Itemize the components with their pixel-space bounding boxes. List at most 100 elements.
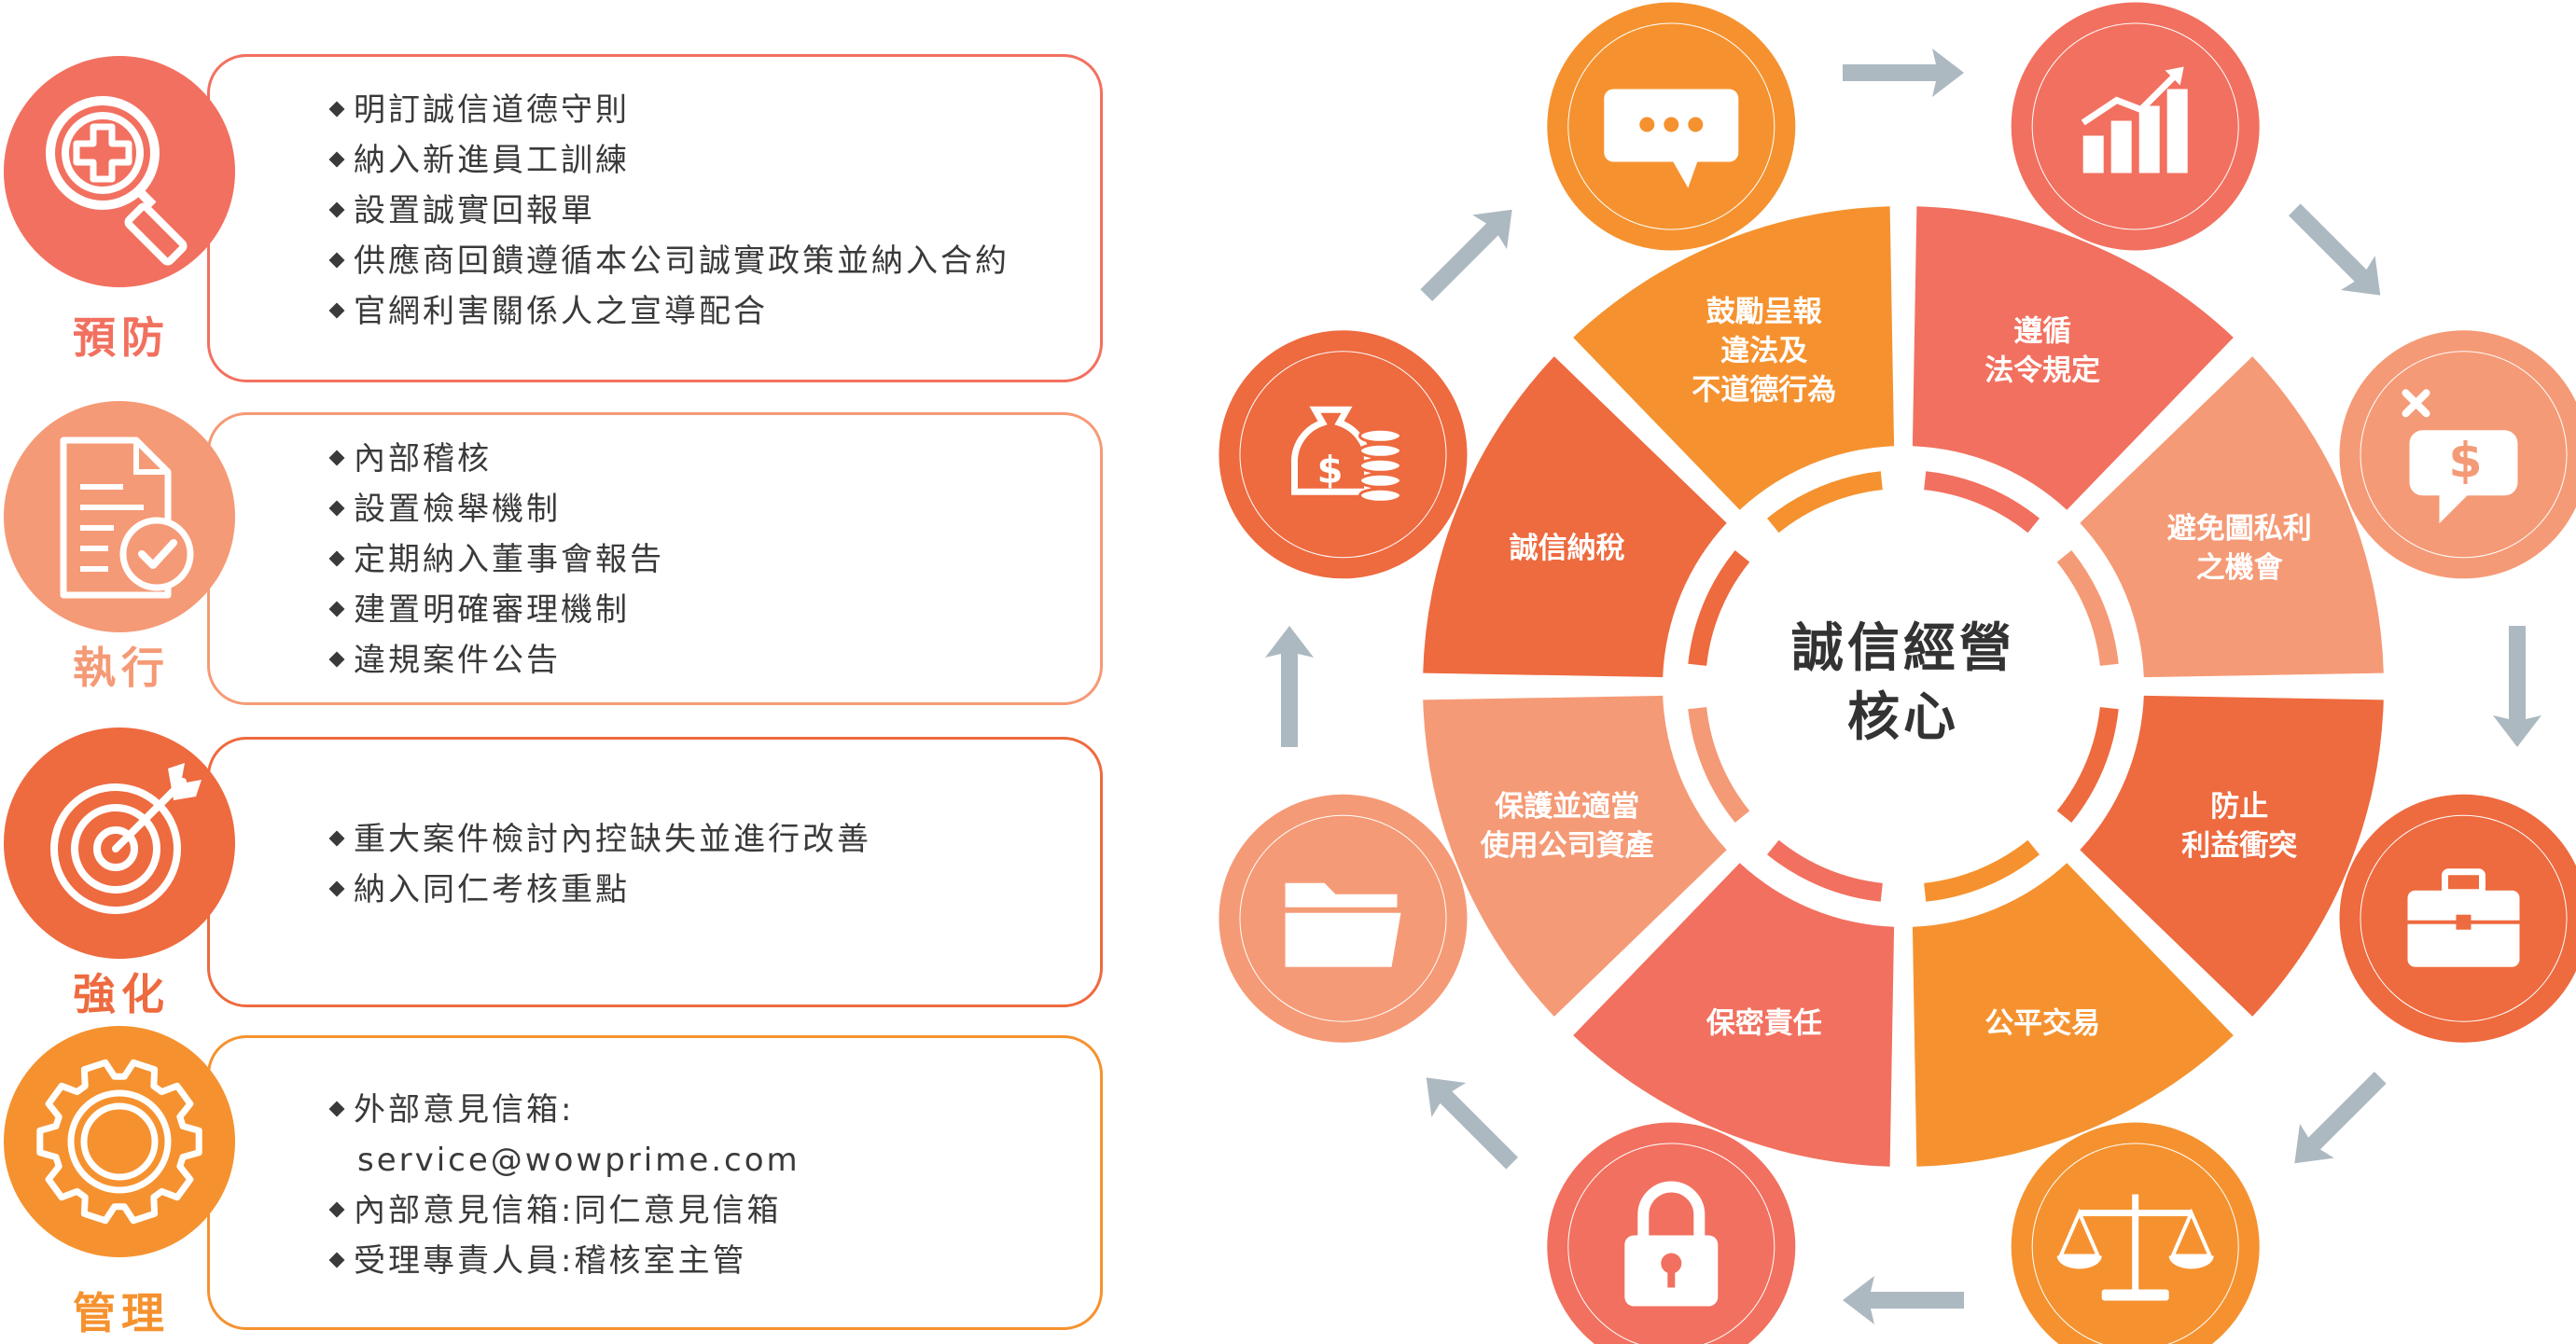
wheel-segment [1912,206,2234,510]
bullet-icon [328,151,345,167]
list-item: 納入同仁考核重點 [328,865,871,915]
list-item-text: 違規案件公告 [354,642,561,679]
list-item-text: 供應商回饋遵循本公司誠實政策並納入合約 [354,242,1010,280]
list-item: 設置檢舉機制 [328,484,664,534]
list-item-text: 內部稽核 [354,440,492,478]
icon-disc [2032,23,2238,229]
segment-label: 避免圖私利 [2167,512,2312,546]
list-item: service@wowprime.com [331,1135,801,1185]
list-item: 違規案件公告 [328,635,664,686]
list-item-text: 建置明確審理機制 [354,591,630,629]
list-manage: 外部意見信箱: service@wowprime.com 內部意見信箱:同仁意見信箱… [328,1085,801,1286]
bullet-icon [328,601,345,617]
magnifier-plus-icon [4,56,235,287]
list-item-text: 納入新進員工訓練 [354,142,630,179]
bullet-icon [328,651,345,667]
bullet-icon [328,830,345,846]
panel-strengthen: 重大案件檢討內控缺失並進行改善納入同仁考核重點 [207,737,1103,1007]
gear-icon [4,1026,235,1257]
bullet-icon [328,880,345,896]
list-item: 設置誠實回報單 [328,186,1010,236]
wheel-segment [2080,356,2384,678]
list-execute: 內部稽核設置檢舉機制定期納入董事會報告建置明確審理機制違規案件公告 [328,434,664,686]
list-item: 受理專責人員:稽核室主管 [328,1236,801,1286]
segment-label: 之機會 [2196,551,2284,585]
panel-manage: 外部意見信箱: service@wowprime.com 內部意見信箱:同仁意見信箱… [207,1035,1103,1330]
badge-manage [4,1026,235,1257]
bullet-icon [328,500,345,516]
segment-label: 公平交易 [1984,1006,2100,1040]
list-item: 明訂誠信道德守則 [328,85,1010,135]
inner-ring-arc [1924,839,2040,902]
svg-text:$: $ [1317,449,1344,492]
bullet-icon [328,252,345,268]
list-item: 供應商回饋遵循本公司誠實政策並納入合約 [328,236,1010,286]
segment-label: 利益衝突 [2181,829,2297,863]
cycle-arrow-icon [2288,203,2381,296]
segment-label: 不道德行為 [1692,374,1836,408]
segment-label: 防止 [2210,790,2268,824]
core-circle [1717,500,2090,873]
section-prevent: 明訂誠信道德守則納入新進員工訓練設置誠實回報單供應商回饋遵循本公司誠實政策並納入… [0,37,1120,392]
badge-execute [4,401,235,632]
inner-ring-arc [1688,707,1750,823]
inner-ring-arc [1688,550,1750,666]
bullet-icon [328,1252,345,1268]
section-manage: 外部意見信箱: service@wowprime.com 內部意見信箱:同仁意見信箱… [0,1026,1120,1344]
folder-icon [1218,794,1468,1043]
list-item: 內部稽核 [328,434,664,484]
wheel-segment [1423,695,1727,1017]
bullet-icon [328,302,345,318]
arrow-shape [1265,626,1314,747]
segment-label: 保密責任 [1706,1006,1822,1040]
money-bag-icon: $ [1218,330,1468,579]
no-money-chat-icon: $ [2339,330,2576,579]
arrow-shape [1843,1276,1964,1324]
list-item: 定期納入董事會報告 [328,534,664,585]
list-item-text: 官網利害關係人之宣導配合 [354,293,768,330]
list-item-text: 重大案件檢討內控缺失並進行改善 [354,821,871,858]
gear-outline [36,1059,202,1225]
cycle-arrow-icon [1265,626,1314,747]
cycle-arrow-icon [1426,1077,1519,1170]
title-manage: 管理 [73,1288,170,1338]
segment-label: 保護並適當 [1495,790,1639,824]
core-title: 核心 [1847,687,1959,748]
core-title: 誠信經營 [1791,618,2015,679]
bullet-icon [328,1201,345,1217]
wheel-segment [1573,206,1895,510]
list-item: 重大案件檢討內控缺失並進行改善 [328,814,871,865]
svg-text:$: $ [2448,433,2482,489]
list-item-text: 定期納入董事會報告 [354,541,664,578]
list-item-text: 外部意見信箱: [354,1091,575,1129]
title-prevent: 預防 [73,312,170,363]
badge-prevent [4,56,235,287]
list-item: 官網利害關係人之宣導配合 [328,286,1010,337]
segment-label: 違法及 [1720,335,1807,368]
arrow-shape [1843,48,1964,97]
title-execute: 執行 [73,643,170,693]
inner-ring-gap [1673,456,2134,917]
list-item-text: 設置檢舉機制 [354,491,561,528]
wheel-segment [1573,863,1895,1167]
briefcase-icon [2339,794,2576,1043]
panel-execute: 內部稽核設置檢舉機制定期納入董事會報告建置明確審理機制違規案件公告 [207,412,1103,705]
section-strengthen: 重大案件檢討內控缺失並進行改善納入同仁考核重點 強化 [0,727,1120,1026]
segment-label: 法令規定 [1984,354,2100,388]
list-item-text: service@wowprime.com [357,1142,801,1179]
list-item: 納入新進員工訓練 [328,135,1010,186]
list-item-text: 設置誠實回報單 [354,192,595,229]
list-item: 建置明確審理機制 [328,585,664,635]
wheel-segment [1912,863,2234,1167]
wheel-segment [2080,695,2384,1017]
icon-disc [1240,352,1446,558]
arrow-shape [2493,626,2541,747]
list-item-text: 納入同仁考核重點 [354,871,630,908]
section-execute: 內部稽核設置檢舉機制定期納入董事會報告建置明確審理機制違規案件公告 執行 [0,401,1120,718]
segment-label: 遵循 [2013,315,2071,349]
list-item: 內部意見信箱:同仁意見信箱 [328,1185,801,1236]
integrity-wheel: 遵循法令規定避免圖私利之機會$防止利益衝突公平交易保密責任保護並適當使用公司資產… [1218,2,2576,1344]
cycle-arrow-icon [1843,48,1964,97]
list-item: 外部意見信箱: [328,1085,801,1135]
target-arrow-icon [4,727,235,959]
